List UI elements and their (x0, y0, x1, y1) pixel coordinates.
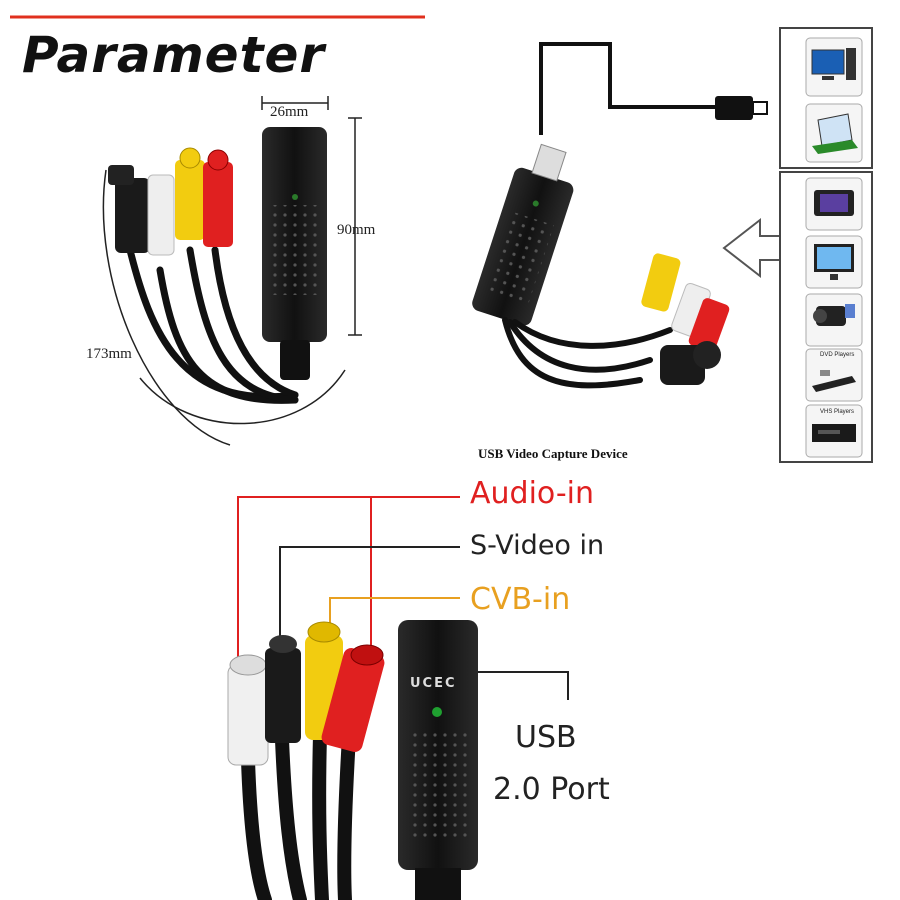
cables-top-right (502, 317, 673, 389)
rca-white-plug (147, 174, 175, 256)
usb-plug-icon (715, 96, 753, 120)
cable-length-label: 173mm (86, 346, 132, 362)
rca-yellow-plug-right (641, 253, 681, 312)
height-dimension-line (348, 117, 362, 336)
rca-red-plug (203, 162, 233, 247)
usb-cable-line (539, 42, 715, 135)
arrow-left-icon (722, 217, 781, 279)
camcorder-icon (813, 304, 855, 326)
svideo-in-label: S-Video in (470, 530, 605, 561)
rca-red-plug-right (688, 298, 730, 352)
width-dimension-label: 26mm (270, 104, 309, 120)
monitor-icon (814, 244, 854, 280)
usb-port-label: 2.0 Port (493, 772, 610, 807)
dvd-players-label: DVD Players (820, 352, 855, 358)
svideo-plug-bottom (265, 635, 301, 743)
vhs-players-label: VHS Players (820, 409, 855, 415)
callout-lines (237, 496, 569, 700)
svideo-plug (115, 178, 150, 253)
width-dimension-line (261, 96, 329, 110)
tablet-icon (814, 190, 854, 216)
usb-capture-device-bottom (398, 620, 478, 900)
vhs-player-icon (812, 424, 856, 442)
brand-logo: UCEC (410, 676, 457, 691)
page-title: Parameter (22, 26, 326, 84)
cable-length-arc (102, 169, 231, 446)
rca-yellow-plug (175, 160, 205, 240)
audio-in-label: Audio-in (470, 476, 594, 511)
cables-bottom (241, 713, 357, 900)
usb-label: USB (515, 720, 577, 755)
rca-red-plug-bottom (321, 644, 385, 752)
usb-capture-device-top-right (472, 143, 574, 326)
dvd-player-icon (812, 370, 856, 392)
laptop-icon (812, 113, 858, 154)
cvbs-in-label: CVB-in (470, 582, 571, 617)
desktop-computer-icon (811, 48, 856, 80)
rca-white-plug-bottom (227, 654, 269, 766)
height-dimension-label: 90mm (337, 222, 376, 238)
product-caption: USB Video Capture Device (478, 446, 628, 461)
cables-top-left (126, 246, 299, 404)
